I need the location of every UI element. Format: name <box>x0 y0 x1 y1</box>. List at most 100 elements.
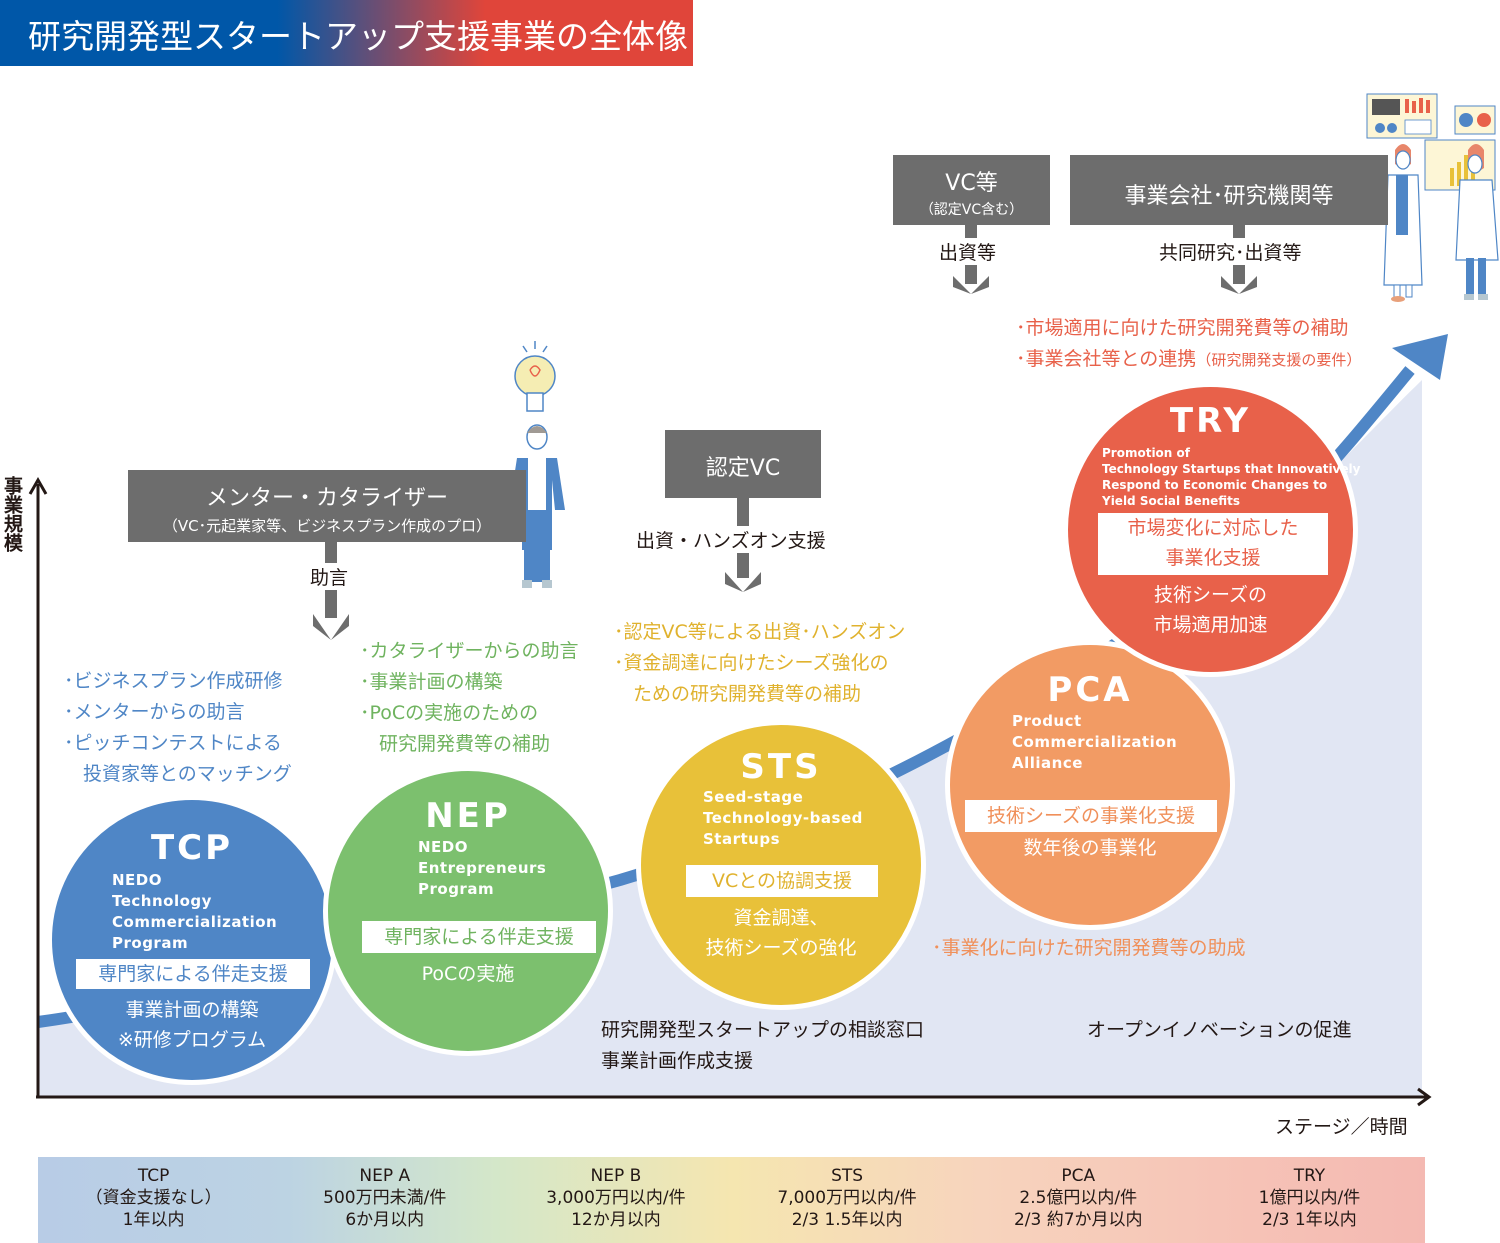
badge-line: 事業化支援 <box>1165 547 1261 569</box>
bullet-item: ･事業会社等との連携（研究開発支援の要件） <box>1016 344 1361 376</box>
bullet-text: ･事業会社等との連携 <box>1016 348 1197 370</box>
vc-certified-title: 認定VC <box>705 456 781 481</box>
funding-period: 2/3 約7か月以内 <box>1013 1210 1143 1230</box>
program-abbr: STS <box>740 747 822 787</box>
funding-col-try: TRY 1億円以内/件 2/3 1年以内 <box>1194 1157 1425 1243</box>
desc-line: 市場適用加速 <box>1153 614 1268 636</box>
program-desc: 数年後の事業化 <box>950 833 1230 863</box>
funding-amount: 500万円未満/件 <box>323 1188 447 1208</box>
funding-amount: 7,000万円以内/件 <box>777 1188 917 1208</box>
vc-etc-label: 出資等 <box>937 238 999 265</box>
bullet-item: ･事業計画の構築 <box>360 671 503 693</box>
full-name-line: Startups <box>703 830 781 848</box>
program-badge: 技術シーズの事業化支援 <box>965 800 1217 832</box>
program-abbr: TRY <box>1169 401 1252 441</box>
program-circle-tcp[interactable]: TCP NEDO Technology Commercialization Pr… <box>47 795 337 1085</box>
full-name-line: Commercialization <box>1012 733 1178 751</box>
sts-bullets: ･認定VC等による出資･ハンズオン ･資金調達に向けたシーズ強化の ための研究開… <box>614 617 905 710</box>
full-name-line: Technology Startups that Innovatively <box>1102 462 1361 476</box>
x-axis-arrowhead <box>1417 1087 1432 1107</box>
mentor-title: メンター・カタライザー <box>205 486 448 511</box>
program-circle-nep[interactable]: NEP NEDO Entrepreneurs Program 専門家による伴走支… <box>323 766 613 1056</box>
funding-col-nep-b: NEP B 3,000万円以内/件 12か月以内 <box>500 1157 731 1243</box>
desc-line: PoCの実施 <box>421 963 515 985</box>
funding-amount: 2.5億円以内/件 <box>1019 1188 1138 1208</box>
bullet-item: ･カタライザーからの助言 <box>360 640 579 662</box>
vc-etc-title: VC等 <box>945 171 998 196</box>
bullet-item: ･メンターからの助言 <box>64 701 245 723</box>
funding-period: 6か月以内 <box>345 1210 425 1230</box>
full-name-line: NEDO <box>112 871 163 889</box>
advice-label: 助言 <box>308 563 351 590</box>
full-name-line: Program <box>418 880 495 898</box>
page-title-banner: 研究開発型スタートアップ支援事業の全体像 <box>0 0 693 66</box>
desc-line: 数年後の事業化 <box>1023 837 1157 859</box>
area-note-right: オープンイノベーションの促進 <box>1087 1019 1352 1041</box>
nep-bullets: ･カタライザーからの助言 ･事業計画の構築 ･PoCの実施のための 研究開発費等… <box>360 636 579 760</box>
funding-period: 2/3 1.5年以内 <box>791 1210 903 1230</box>
program-circle-pca[interactable]: PCA Product Commercialization Alliance 技… <box>945 640 1235 930</box>
full-name-line: Entrepreneurs <box>418 859 547 877</box>
program-circle-sts[interactable]: STS Seed-stage Technology-based Startups… <box>636 720 926 1010</box>
vc-certified-label: 出資・ハンズオン支援 <box>634 526 828 553</box>
page-title: 研究開発型スタートアップ支援事業の全体像 <box>28 17 688 56</box>
full-name-line: Yield Social Benefits <box>1102 494 1241 508</box>
badge-line: 市場変化に対応した <box>1127 517 1299 539</box>
funding-amount: （資金支援なし） <box>85 1188 222 1208</box>
desc-line: 事業計画の構築 <box>125 999 259 1021</box>
funding-name: TCP <box>137 1166 170 1186</box>
desc-line: ※研修プログラム <box>117 1029 267 1051</box>
program-badge: 市場変化に対応した 事業化支援 <box>1098 513 1328 575</box>
companies-box: 事業会社･研究機関等 <box>1070 155 1388 225</box>
program-full-name: NEDO Entrepreneurs Program <box>418 837 546 900</box>
desc-line: 技術シーズの強化 <box>705 937 857 959</box>
full-name-line: NEDO <box>418 838 469 856</box>
funding-col-sts: STS 7,000万円以内/件 2/3 1.5年以内 <box>732 1157 963 1243</box>
funding-table: TCP （資金支援なし） 1年以内 NEP A 500万円未満/件 6か月以内 … <box>38 1157 1425 1243</box>
lightbulb-icon <box>514 341 556 412</box>
full-name-line: Technology <box>112 892 212 910</box>
desc-line: 資金調達、 <box>733 907 829 929</box>
vc-etc-box: VC等 （認定VC含む） <box>893 155 1050 225</box>
area-note-line: 事業計画作成支援 <box>601 1050 754 1072</box>
growth-arrowhead <box>1392 334 1448 380</box>
y-axis-label: 事業規模 <box>1 476 23 552</box>
full-name-line: Program <box>112 934 189 952</box>
companies-label: 共同研究･出資等 <box>1157 238 1304 265</box>
bullet-item: 研究開発費等の補助 <box>360 733 551 755</box>
area-note-left: 研究開発型スタートアップの相談窓口 事業計画作成支援 <box>601 1015 924 1077</box>
full-name-line: Technology-based <box>703 809 863 827</box>
vc-certified-box: 認定VC <box>665 430 821 498</box>
program-badge: 専門家による伴走支援 <box>362 921 596 953</box>
funding-name: TRY <box>1293 1166 1326 1186</box>
mentor-box: メンター・カタライザー （VC･元起業家等、ビジネスプラン作成のプロ） <box>128 470 526 542</box>
bullet-note: （研究開発支援の要件） <box>1196 351 1362 369</box>
pca-bullets: ･事業化に向けた研究開発費等の助成 <box>932 933 1246 964</box>
funding-period: 12か月以内 <box>571 1210 661 1230</box>
funding-name: NEP B <box>590 1166 642 1186</box>
funding-amount: 1億円以内/件 <box>1258 1188 1361 1208</box>
program-desc: 事業計画の構築 ※研修プログラム <box>52 995 332 1055</box>
bullet-item: ･ビジネスプラン作成研修 <box>64 670 283 692</box>
funding-name: PCA <box>1061 1166 1096 1186</box>
program-badge: VCとの協調支援 <box>686 865 878 897</box>
program-circle-try[interactable]: TRY Promotion of Technology Startups tha… <box>1063 382 1360 677</box>
vc-etc-subtitle: （認定VC含む） <box>919 202 1024 218</box>
try-bullets: ･市場適用に向けた研究開発費等の補助 ･事業会社等との連携（研究開発支援の要件） <box>1016 313 1361 376</box>
bullet-item: ･事業化に向けた研究開発費等の助成 <box>932 937 1246 959</box>
tcp-bullets: ･ビジネスプラン作成研修 ･メンターからの助言 ･ピッチコンテストによる 投資家… <box>64 666 292 790</box>
funding-col-nep-a: NEP A 500万円未満/件 6か月以内 <box>269 1157 500 1243</box>
full-name-line: Seed-stage <box>703 788 804 806</box>
program-desc: 技術シーズの 市場適用加速 <box>1068 580 1353 640</box>
bullet-item: 投資家等とのマッチング <box>64 763 292 785</box>
full-name-line: Product <box>1012 712 1082 730</box>
dashboard-icon <box>1366 93 1496 191</box>
funding-col-tcp: TCP （資金支援なし） 1年以内 <box>38 1157 269 1243</box>
companies-title: 事業会社･研究機関等 <box>1124 184 1334 209</box>
x-axis-label: ステージ／時間 <box>1275 1116 1408 1138</box>
program-full-name: Promotion of Technology Startups that In… <box>1102 445 1360 509</box>
program-full-name: NEDO Technology Commercialization Progra… <box>112 870 277 954</box>
funding-period: 2/3 1年以内 <box>1262 1210 1357 1230</box>
bullet-item: ･ピッチコンテストによる <box>64 732 282 754</box>
area-note-line: 研究開発型スタートアップの相談窓口 <box>601 1019 925 1041</box>
